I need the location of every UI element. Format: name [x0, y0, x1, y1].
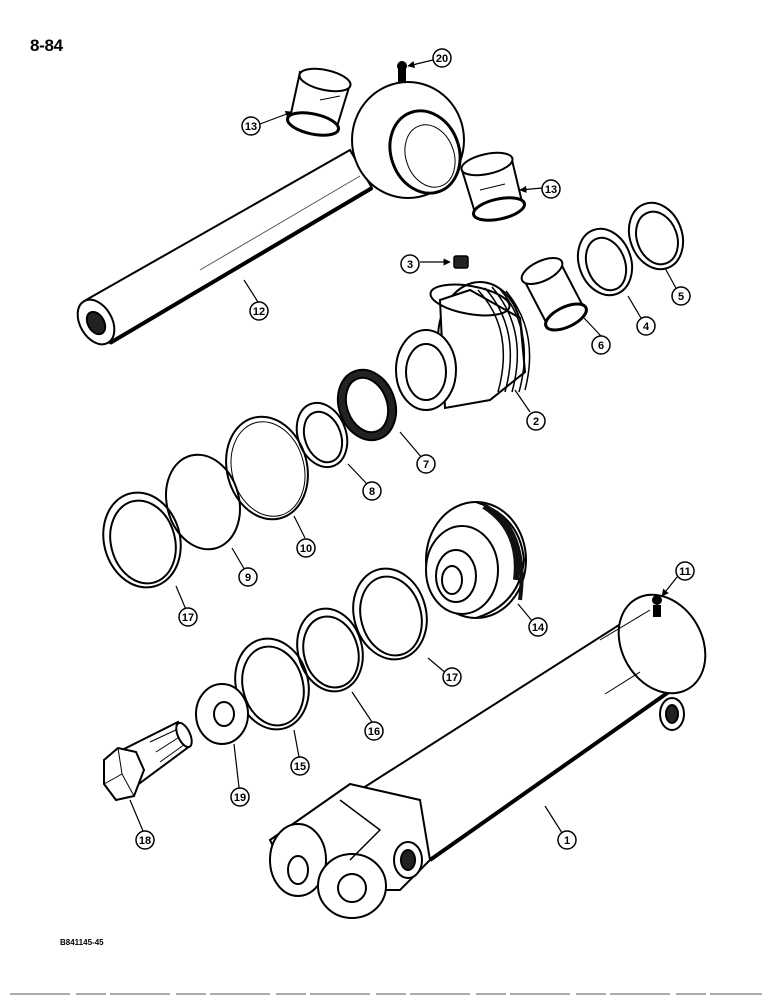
svg-text:17: 17 — [182, 612, 194, 624]
o-ring-10 — [225, 415, 309, 521]
washer — [195, 683, 249, 745]
callout-8: 8 — [362, 481, 382, 501]
callout-15: 15 — [290, 756, 310, 776]
callout-17-left: 17 — [178, 607, 198, 627]
svg-text:14: 14 — [532, 622, 545, 634]
callout-13-upper: 13 — [241, 116, 261, 136]
svg-text:18: 18 — [139, 835, 151, 847]
svg-text:2: 2 — [533, 416, 539, 428]
svg-text:10: 10 — [300, 543, 312, 555]
callout-18: 18 — [135, 830, 155, 850]
cylinder-head-gland — [395, 281, 531, 411]
callout-17-right: 17 — [442, 667, 462, 687]
piston — [425, 501, 527, 619]
svg-text:20: 20 — [436, 53, 448, 65]
svg-text:1: 1 — [564, 835, 570, 847]
callout-2: 2 — [526, 411, 546, 431]
bushing-upper — [285, 67, 352, 137]
page-number: 8-84 — [30, 36, 63, 55]
callouts: 20 13 13 12 3 2 — [135, 48, 695, 850]
drawing-reference-id: B841145-45 — [60, 938, 104, 947]
svg-text:13: 13 — [245, 121, 257, 133]
svg-text:8: 8 — [369, 486, 375, 498]
setscrew — [453, 255, 469, 269]
callout-7: 7 — [416, 454, 436, 474]
callout-3: 3 — [400, 254, 420, 274]
wiper-ring — [576, 227, 634, 297]
callout-4: 4 — [636, 316, 656, 336]
callout-6: 6 — [591, 335, 611, 355]
callout-20: 20 — [432, 48, 452, 68]
callout-10: 10 — [296, 538, 316, 558]
svg-text:12: 12 — [253, 306, 265, 318]
callout-16: 16 — [364, 721, 384, 741]
bushing-lower — [460, 151, 527, 222]
callout-9: 9 — [238, 567, 258, 587]
gland-bushing — [520, 257, 588, 332]
callout-14: 14 — [528, 617, 548, 637]
callout-13-lower: 13 — [541, 179, 561, 199]
svg-text:17: 17 — [446, 672, 458, 684]
svg-text:11: 11 — [679, 566, 691, 578]
backup-ring-17-left — [102, 491, 182, 589]
svg-text:15: 15 — [294, 761, 306, 773]
backup-ring-17-right — [352, 567, 428, 661]
svg-text:13: 13 — [545, 184, 557, 196]
callout-11: 11 — [675, 561, 695, 581]
svg-text:7: 7 — [423, 459, 429, 471]
callout-5: 5 — [671, 286, 691, 306]
piston-bolt — [103, 720, 193, 802]
callout-1: 1 — [557, 830, 577, 850]
seal-ring-16 — [296, 607, 364, 693]
svg-text:5: 5 — [678, 291, 684, 303]
svg-text:4: 4 — [643, 321, 650, 333]
piston-rod — [76, 61, 465, 346]
svg-text:9: 9 — [245, 572, 251, 584]
rod-seal — [336, 368, 398, 442]
svg-text:19: 19 — [234, 792, 246, 804]
o-ring-9 — [165, 453, 241, 551]
svg-text:6: 6 — [598, 340, 604, 352]
callout-12: 12 — [249, 301, 269, 321]
svg-text:3: 3 — [407, 259, 413, 271]
backup-ring — [627, 201, 685, 271]
svg-text:16: 16 — [368, 726, 380, 738]
callout-19: 19 — [230, 787, 250, 807]
cylinder-barrel — [268, 593, 707, 919]
